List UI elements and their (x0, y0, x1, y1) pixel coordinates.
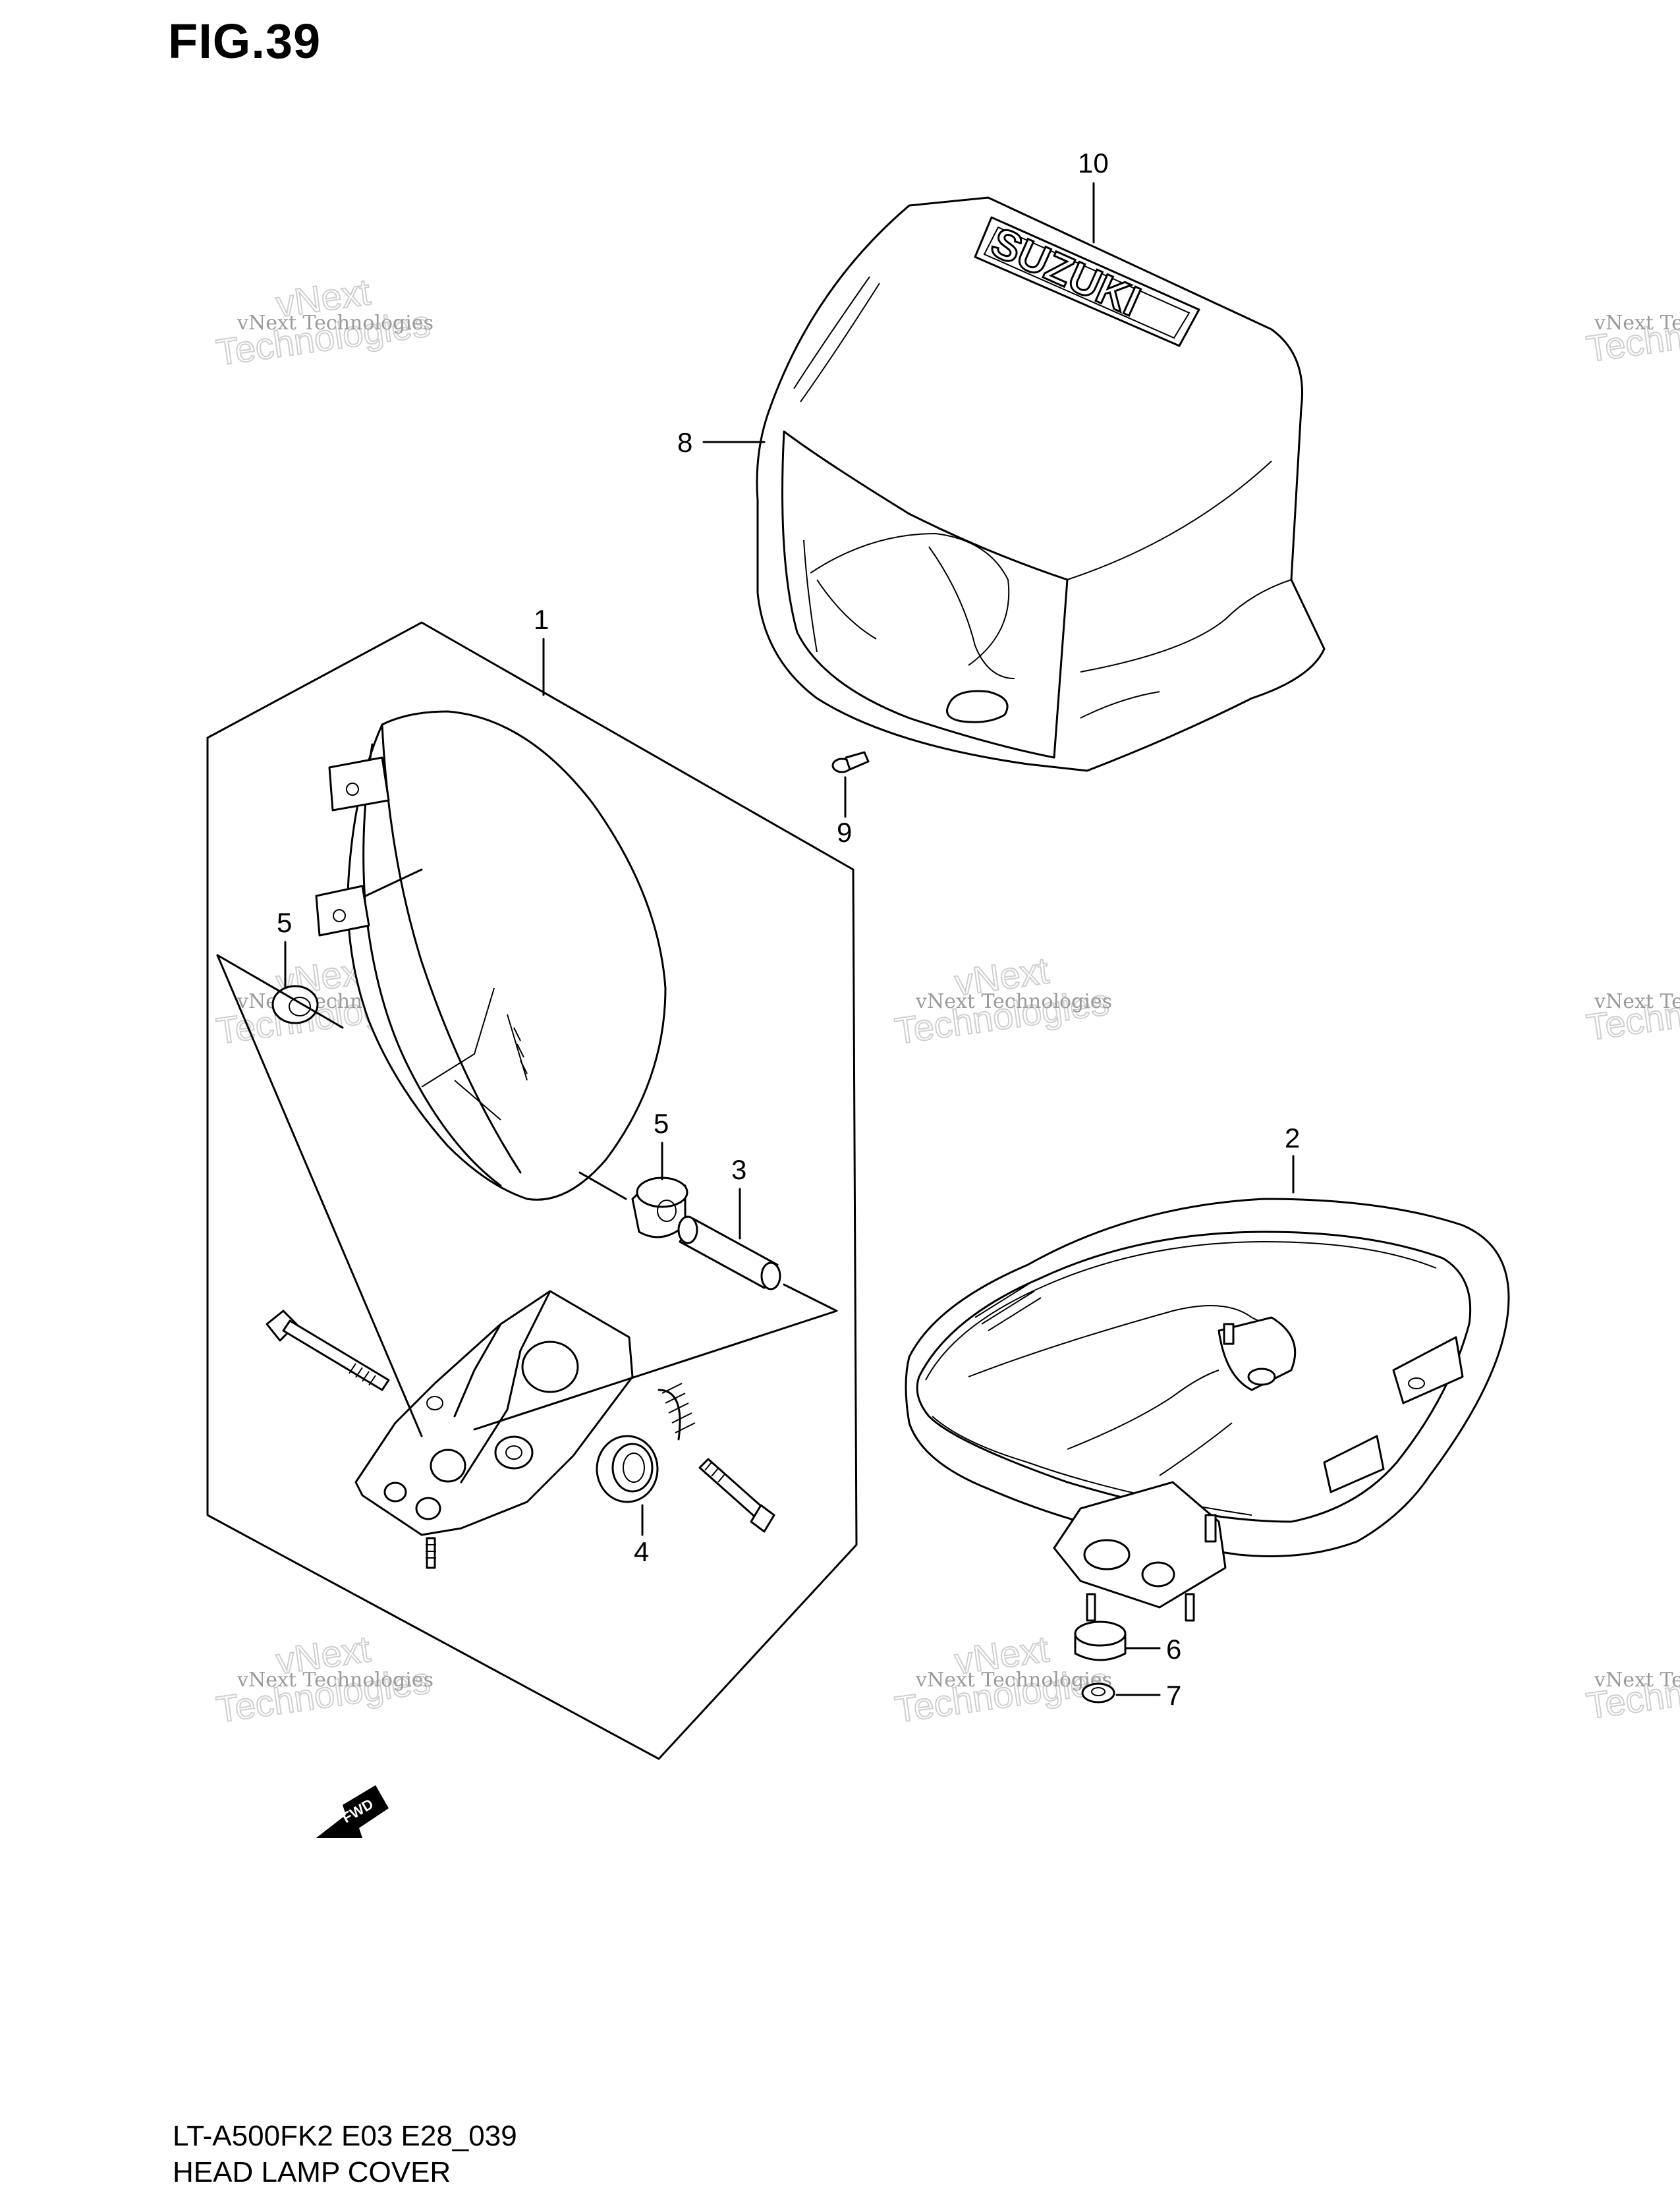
callout-6: 6 (1166, 1634, 1181, 1665)
svg-text:vNext Technologies: vNext Technologies (1594, 990, 1680, 1013)
watermark: Technologies vNext Technologies (1583, 976, 1680, 1049)
watermark: Technologies vNext vNext Technologies (213, 1627, 434, 1731)
mounting-bracket-part (354, 1290, 634, 1569)
forward-direction-arrow: FWD (316, 1785, 389, 1838)
callout-4: 4 (634, 1536, 649, 1567)
svg-text:vNext Technologies: vNext Technologies (237, 1669, 434, 1692)
grommet-part-left (271, 985, 319, 1024)
adjusting-screw-part (658, 1383, 775, 1533)
watermark: Technologies vNext vNext Technologies (891, 949, 1112, 1053)
svg-text:vNext Technologies: vNext Technologies (1594, 312, 1680, 335)
nut-part (1081, 1682, 1115, 1704)
bolt-part (266, 1310, 390, 1391)
svg-text:vNext Technologies: vNext Technologies (915, 990, 1112, 1013)
callout-7: 7 (1166, 1680, 1181, 1711)
cushion-part (1074, 1621, 1127, 1661)
callout-10: 10 (1078, 148, 1109, 179)
assembly-lines (216, 954, 838, 1437)
model-code: LT-A500FK2 E03 E28_039 (173, 2120, 517, 2152)
screw-part (831, 751, 870, 773)
collar-part (677, 1215, 781, 1290)
watermark: Technologies vNext Technologies (1583, 1655, 1680, 1727)
svg-text:vNext Technologies: vNext Technologies (915, 1669, 1112, 1692)
callouts: 1 2 3 4 5 5 6 7 8 9 10 (277, 148, 1300, 1711)
callout-5-left: 5 (277, 907, 292, 938)
callout-2: 2 (1285, 1122, 1300, 1153)
callout-9: 9 (837, 817, 852, 848)
head-lamp-housing-part (315, 710, 667, 1201)
callout-1: 1 (534, 604, 549, 635)
callout-5-right: 5 (654, 1108, 669, 1139)
watermark: Technologies vNext Technologies (1583, 298, 1680, 370)
rubber-grommet-part (596, 1435, 659, 1503)
kit-boundary (206, 621, 858, 1760)
callout-8: 8 (677, 427, 692, 458)
head-lamp-cover-part: SUZUKI (756, 196, 1326, 772)
watermark: Technologies vNext vNext Technologies (213, 270, 434, 374)
lamp-case-part (905, 1198, 1510, 1622)
callout-3: 3 (731, 1154, 746, 1185)
svg-text:vNext Technologies: vNext Technologies (237, 312, 434, 335)
figure-title: FIG.39 (168, 14, 322, 69)
svg-text:vNext Technologies: vNext Technologies (1594, 1669, 1680, 1692)
